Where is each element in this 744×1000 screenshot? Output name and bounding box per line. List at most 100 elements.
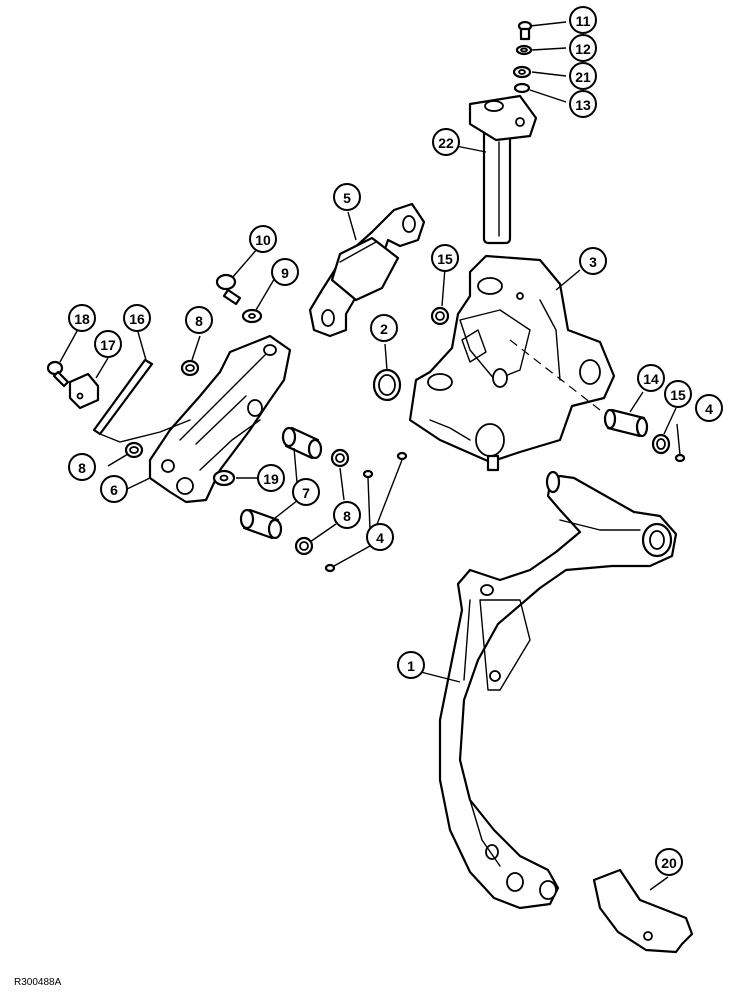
callout-circle bbox=[366, 523, 394, 551]
callout-18: 18 bbox=[68, 304, 96, 332]
callout-circle bbox=[431, 244, 459, 272]
part-19-nut bbox=[212, 469, 236, 487]
part-2-ring bbox=[372, 368, 402, 402]
callout-3: 3 bbox=[579, 247, 607, 275]
callout-17: 17 bbox=[94, 330, 122, 358]
callout-number: 7 bbox=[302, 485, 310, 501]
callout-12: 12 bbox=[569, 34, 597, 62]
part-15-ring-b bbox=[651, 433, 671, 455]
callout-number: 4 bbox=[705, 401, 713, 417]
part-17-block bbox=[68, 372, 100, 410]
callout-4: 4 bbox=[695, 394, 723, 422]
part-11-bolt bbox=[517, 20, 533, 41]
callout-number: 5 bbox=[343, 190, 351, 206]
callout-circle bbox=[664, 380, 692, 408]
callout-circle bbox=[695, 394, 723, 422]
callout-number: 21 bbox=[575, 69, 591, 85]
callout-8: 8 bbox=[185, 306, 213, 334]
callout-number: 12 bbox=[575, 41, 591, 57]
callout-number: 3 bbox=[589, 254, 597, 270]
part-1-arm bbox=[438, 470, 678, 910]
part-6-bracket bbox=[148, 334, 292, 504]
callout-number: 22 bbox=[438, 135, 454, 151]
callout-circle bbox=[185, 306, 213, 334]
callout-circle bbox=[579, 247, 607, 275]
callout-circle bbox=[370, 314, 398, 342]
callout-number: 18 bbox=[74, 311, 90, 327]
callout-5: 5 bbox=[333, 183, 361, 211]
callout-21: 21 bbox=[569, 62, 597, 90]
part-12-washer bbox=[515, 44, 533, 56]
callout-number: 8 bbox=[78, 460, 86, 476]
reference-code: R300488A bbox=[14, 977, 62, 988]
part-16-rod bbox=[92, 358, 191, 443]
callout-number: 16 bbox=[129, 311, 145, 327]
callout-2: 2 bbox=[370, 314, 398, 342]
callout-number: 13 bbox=[575, 97, 591, 113]
leader-lines bbox=[59, 21, 681, 891]
callout-10: 10 bbox=[249, 225, 277, 253]
callout-number: 15 bbox=[670, 387, 686, 403]
callout-1: 1 bbox=[397, 651, 425, 679]
callout-circle bbox=[569, 6, 597, 34]
part-4-fitting-b bbox=[396, 451, 408, 461]
callout-circle bbox=[637, 364, 665, 392]
callout-number: 8 bbox=[195, 313, 203, 329]
callout-13: 13 bbox=[569, 90, 597, 118]
callout-8: 8 bbox=[68, 453, 96, 481]
part-4-fitting-c bbox=[324, 563, 336, 573]
callout-number: 10 bbox=[255, 232, 271, 248]
part-21-nut bbox=[512, 65, 532, 79]
part-9-nut bbox=[241, 308, 263, 324]
part-20-pad bbox=[592, 868, 694, 954]
callout-15: 15 bbox=[664, 380, 692, 408]
callout-circle bbox=[333, 501, 361, 529]
callout-number: 20 bbox=[661, 855, 677, 871]
callout-number: 6 bbox=[110, 482, 118, 498]
part-13-spacer bbox=[513, 82, 531, 94]
callout-8: 8 bbox=[333, 501, 361, 529]
callout-20: 20 bbox=[655, 848, 683, 876]
callout-7: 7 bbox=[292, 478, 320, 506]
callout-15: 15 bbox=[431, 244, 459, 272]
callout-4: 4 bbox=[366, 523, 394, 551]
callout-number: 9 bbox=[281, 265, 289, 281]
part-4-fitting-a bbox=[362, 469, 374, 479]
callout-number: 1 bbox=[407, 658, 415, 674]
callout-number: 2 bbox=[380, 321, 388, 337]
callout-circle bbox=[292, 478, 320, 506]
part-14-pin bbox=[603, 408, 649, 438]
callout-circle bbox=[249, 225, 277, 253]
part-5-link bbox=[308, 202, 426, 338]
callout-circle bbox=[432, 128, 460, 156]
callout-circle bbox=[257, 464, 285, 492]
part-8-washer-a bbox=[180, 359, 200, 377]
callout-circle bbox=[569, 90, 597, 118]
callout-16: 16 bbox=[123, 304, 151, 332]
callout-9: 9 bbox=[271, 258, 299, 286]
callout-11: 11 bbox=[569, 6, 597, 34]
callout-circle bbox=[569, 34, 597, 62]
callout-22: 22 bbox=[432, 128, 460, 156]
part-8-washer-d bbox=[294, 536, 314, 556]
part-3-housing bbox=[408, 254, 616, 472]
callout-circle bbox=[68, 304, 96, 332]
callout-circle bbox=[68, 453, 96, 481]
callout-circle bbox=[397, 651, 425, 679]
callout-circle bbox=[271, 258, 299, 286]
callout-circle bbox=[333, 183, 361, 211]
callout-circle bbox=[100, 475, 128, 503]
callout-14: 14 bbox=[637, 364, 665, 392]
callout-number: 19 bbox=[263, 471, 279, 487]
callout-6: 6 bbox=[100, 475, 128, 503]
part-15-ring-a bbox=[430, 306, 450, 326]
callout-circle bbox=[655, 848, 683, 876]
part-10-bolt bbox=[215, 273, 242, 306]
part-4-fitting-d bbox=[674, 453, 686, 463]
callout-number: 17 bbox=[100, 337, 116, 353]
part-18-bolt bbox=[46, 360, 70, 388]
part-8-washer-b bbox=[124, 441, 144, 459]
callout-circle bbox=[123, 304, 151, 332]
